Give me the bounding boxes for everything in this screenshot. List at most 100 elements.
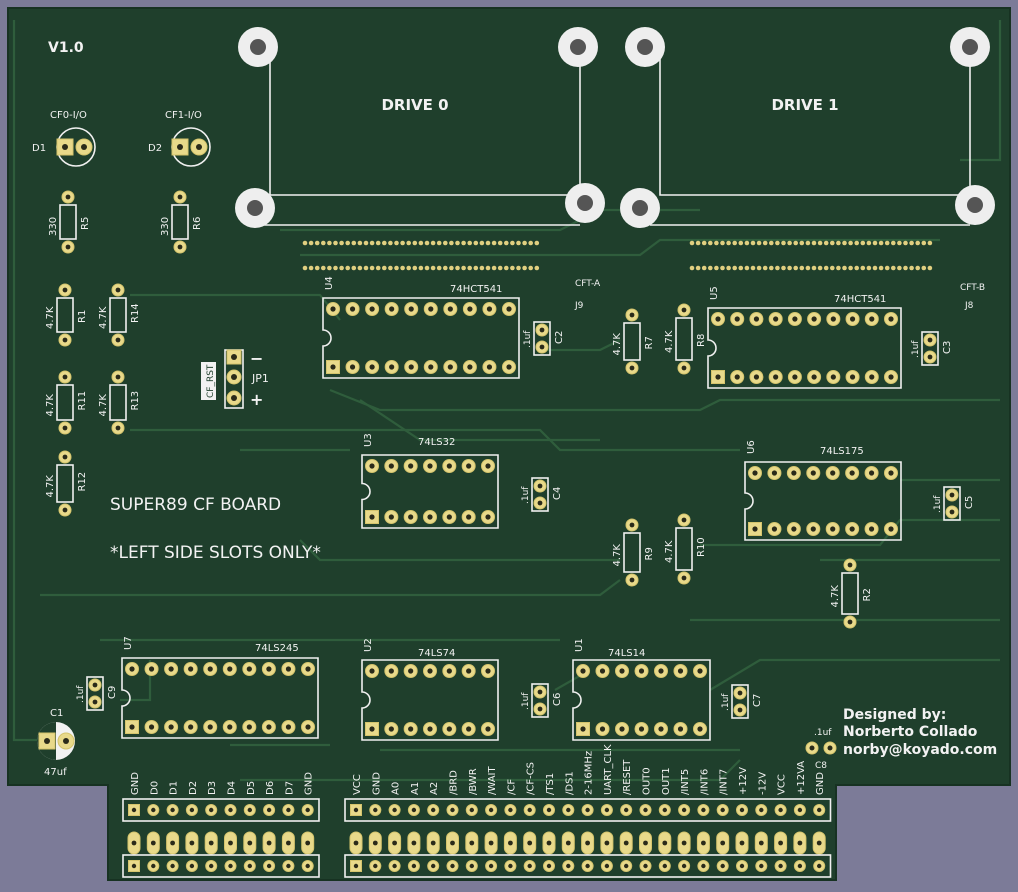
drill-hole [791, 470, 797, 476]
drill-hole [792, 316, 798, 322]
cf-pin [455, 240, 460, 246]
cf-pin [732, 240, 737, 246]
drill-hole [643, 863, 648, 869]
cf-pin [339, 265, 344, 271]
drill-hole [286, 840, 291, 846]
drill-hole [888, 526, 894, 532]
cf-pin [357, 265, 363, 271]
drill-hole [629, 312, 635, 318]
mounting-holes [235, 27, 995, 228]
cf-pin [321, 265, 326, 271]
board-title: SUPER89 CF BOARD [110, 495, 281, 515]
led-d2: CF1-I/O D2 [148, 110, 211, 167]
drill-hole [737, 707, 743, 713]
cf-pin [750, 265, 756, 271]
drill-hole [467, 306, 473, 312]
drill-hole [888, 316, 894, 322]
drill-hole [508, 807, 513, 813]
resistor-value: 4.7K [98, 394, 109, 417]
cf-pin [714, 265, 719, 271]
drill-hole [720, 863, 725, 869]
drill-hole [115, 287, 121, 293]
cf-pin [345, 240, 351, 246]
cf-pin [860, 240, 866, 246]
jumper-jp1[interactable]: − JP1 + CF_RST [201, 349, 269, 409]
drill-hole [131, 807, 137, 813]
cf-pin [708, 240, 713, 246]
drill-hole [624, 863, 629, 869]
drill-hole [389, 306, 395, 312]
drill-hole [849, 316, 856, 322]
c8-value: .1uf [814, 728, 832, 738]
drill-hole [228, 840, 233, 846]
cf-pin [424, 240, 430, 246]
drill-hole [778, 840, 783, 846]
drill-hole [148, 666, 155, 672]
drill-hole [388, 726, 394, 732]
drill-hole [849, 374, 856, 380]
cf-pin [473, 265, 479, 271]
drill-hole [392, 863, 397, 869]
drill-hole [188, 666, 194, 672]
drill-hole [485, 514, 491, 520]
drill-hole [701, 863, 706, 869]
cf-pin [302, 240, 308, 246]
cf-pin [351, 265, 357, 271]
bus-pin-label: /WAIT [487, 766, 498, 796]
drill-hole [506, 306, 512, 312]
drive-0-connector-value: CFT-A [575, 279, 601, 289]
drill-hole [427, 726, 433, 732]
drill-hole [739, 840, 745, 846]
drill-hole [369, 306, 375, 312]
cf-pin [375, 265, 381, 271]
cf-pin [449, 265, 454, 271]
drill-hole [847, 619, 853, 625]
cf-pin [695, 265, 701, 271]
bus-pin-label: +12V [738, 767, 749, 795]
drill-hole [369, 668, 375, 674]
cf-pin [903, 240, 908, 246]
drill-hole [369, 726, 375, 732]
cf-pin [504, 240, 509, 246]
drill-hole [681, 807, 687, 813]
cf-pin [516, 240, 521, 246]
cf-pin [363, 265, 369, 271]
cf-pin [467, 240, 473, 246]
drill-hole [431, 863, 436, 869]
drill-hole [830, 470, 836, 476]
drill-hole [115, 337, 121, 343]
drill-hole [469, 863, 474, 869]
drill-hole [585, 840, 590, 846]
cf-pin [738, 240, 744, 246]
drill-hole [778, 863, 783, 869]
drill-hole [701, 840, 706, 846]
cf-pin [497, 265, 503, 271]
cf-pin [769, 240, 774, 246]
cf-pin [756, 240, 762, 246]
resistor-value: 4.7K [664, 330, 675, 353]
drill-hole [247, 807, 252, 813]
cf-pin [884, 265, 890, 271]
cf-pin [695, 240, 701, 246]
drill-hole [466, 514, 472, 520]
drill-hole [305, 863, 310, 869]
drill-hole [739, 807, 745, 813]
capacitor-value: .1uf [521, 692, 531, 710]
drill-hole [428, 306, 434, 312]
drill-hole [488, 807, 494, 813]
drill-hole [353, 863, 359, 869]
drill-hole [869, 374, 875, 380]
cf-pin [775, 240, 780, 246]
cf-pin [744, 265, 750, 271]
drill-hole [450, 840, 455, 846]
cf-pin [732, 265, 737, 271]
ic-value: 74LS32 [418, 437, 455, 448]
drill-hole [168, 724, 174, 730]
drill-hole [177, 244, 183, 250]
drill-hole [566, 863, 571, 869]
